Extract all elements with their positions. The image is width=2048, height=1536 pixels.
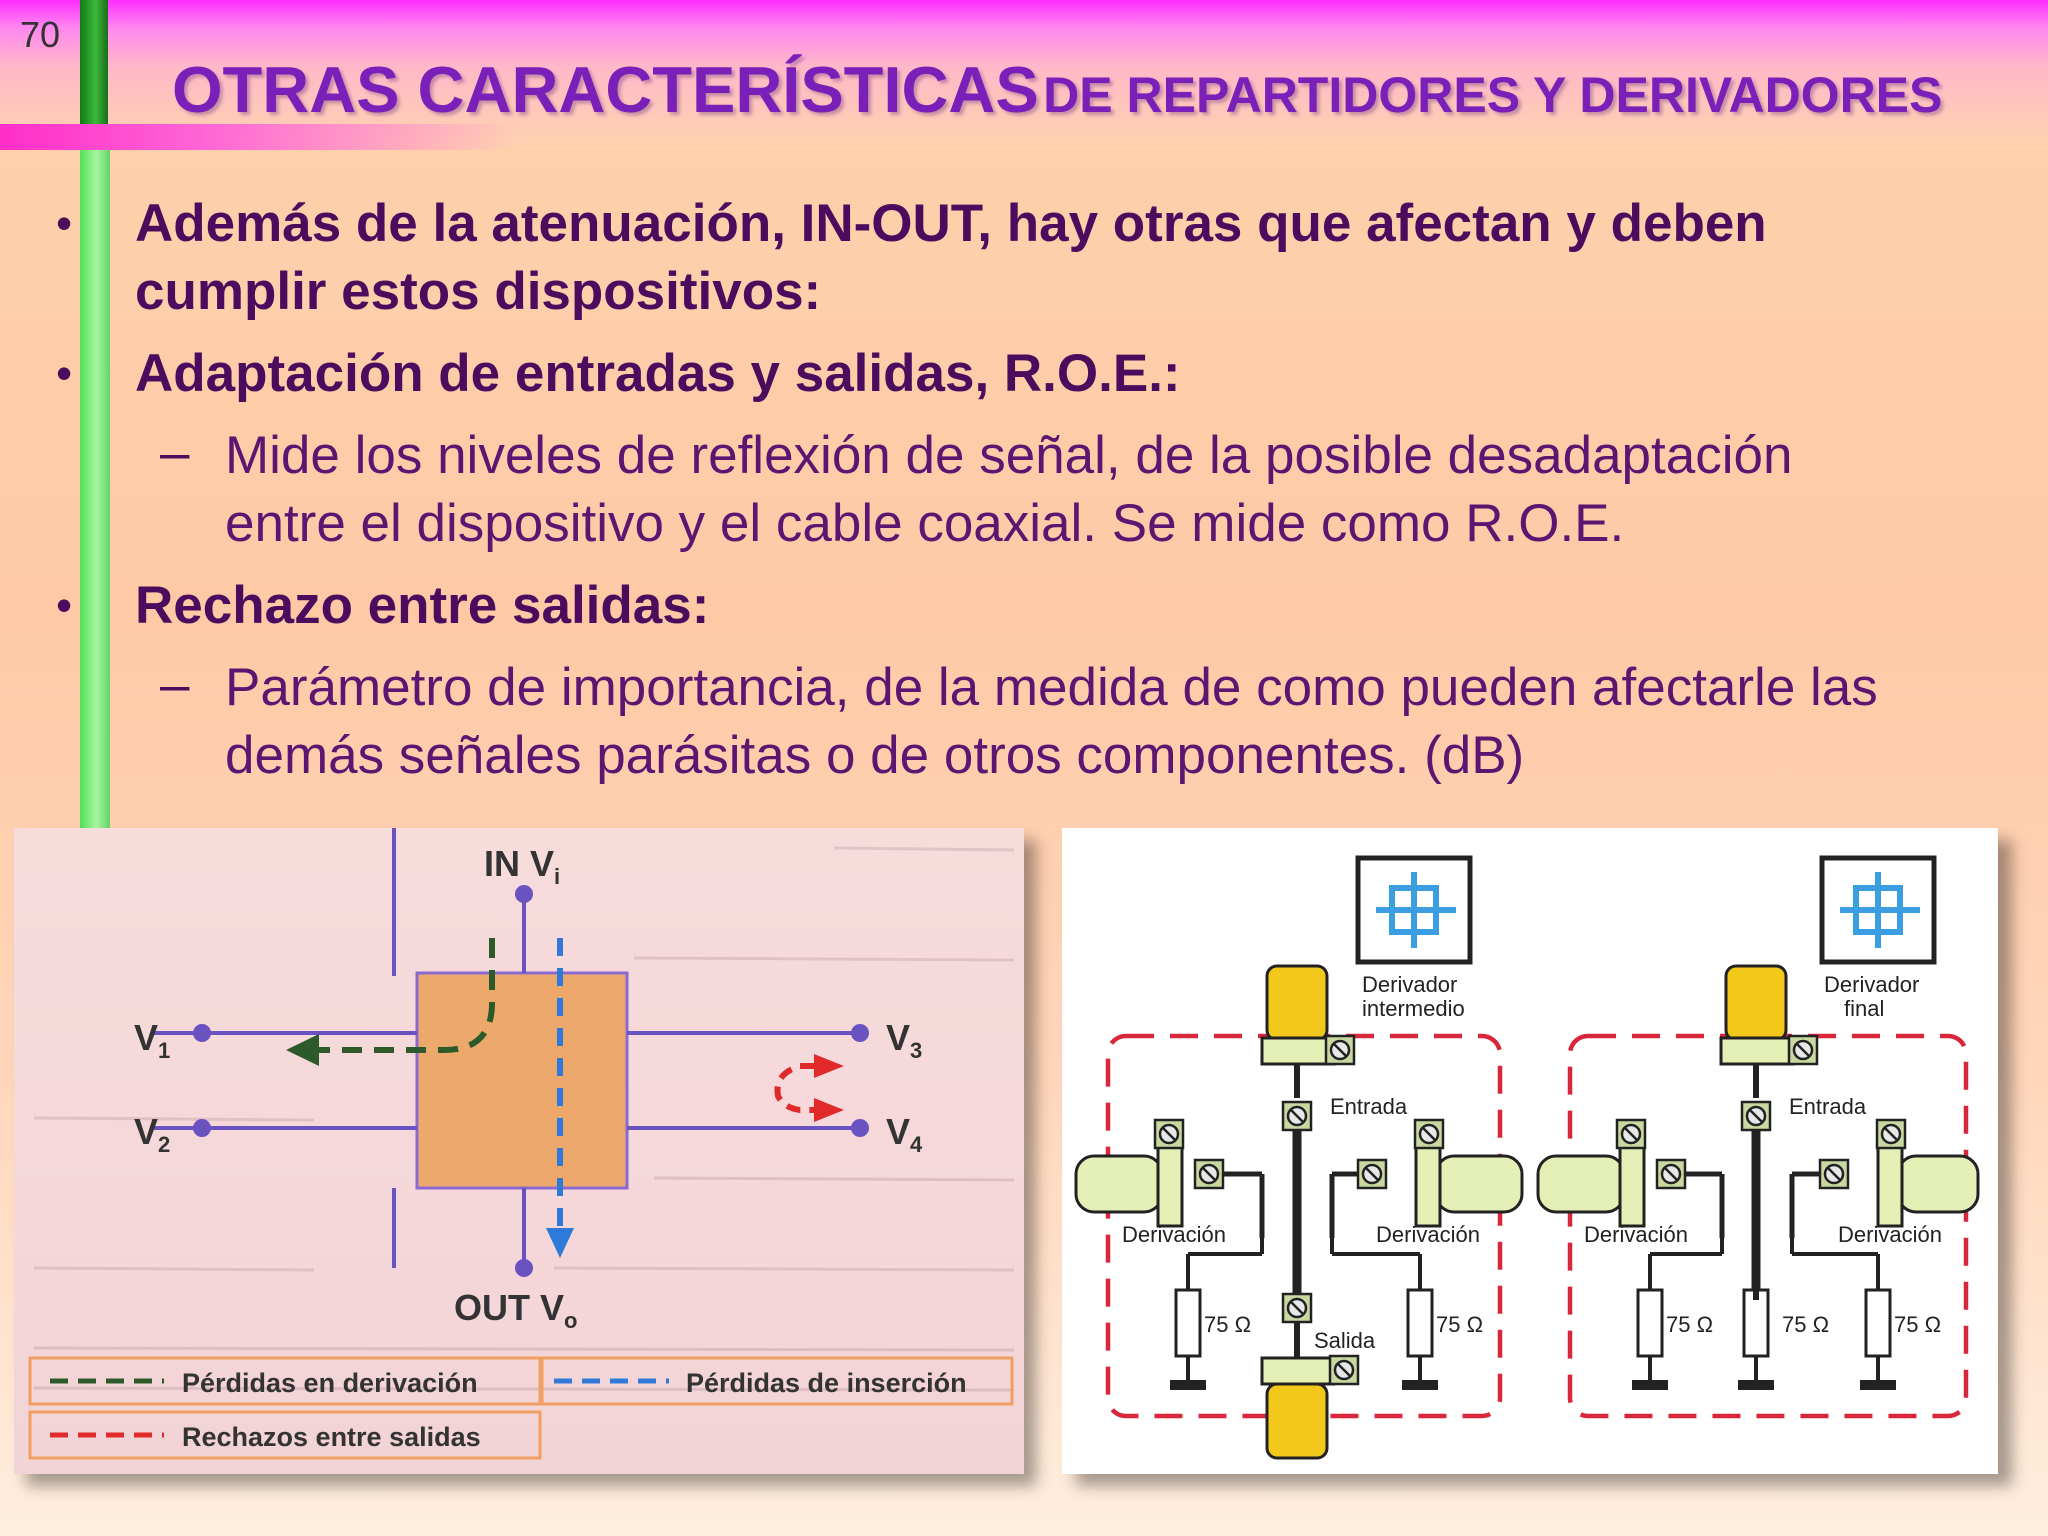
- caption-line-1: Derivador: [1824, 972, 1919, 997]
- branch-cable-left: [1536, 1154, 1626, 1214]
- derivacion-left-label: Derivación: [1122, 1222, 1226, 1247]
- resistor-right: [1406, 1288, 1434, 1358]
- branch-cable-left: [1074, 1154, 1164, 1214]
- ground-symbol: [1632, 1380, 1668, 1390]
- branch-connector-right: [1414, 1144, 1442, 1228]
- resistor-left: [1636, 1288, 1664, 1358]
- in-label: IN Vi: [484, 843, 560, 889]
- salida-label: Salida: [1314, 1328, 1376, 1353]
- splitter-diagram: IN Vi V1 V2 V3 V4 OUT Vo Pérdidas en der…: [14, 828, 1024, 1474]
- legend-box-rejection: [28, 1410, 542, 1460]
- resistor-left: [1174, 1288, 1202, 1358]
- input-connector: [1719, 1036, 1795, 1066]
- resistor-right-label: 75 Ω: [1436, 1312, 1483, 1337]
- v4-label: V4: [886, 1111, 923, 1157]
- derivacion-left-label: Derivación: [1584, 1222, 1688, 1247]
- bullet-marker: •: [56, 197, 73, 249]
- entrada-label: Entrada: [1330, 1094, 1408, 1119]
- legend-label-rejection: Rechazos entre salidas: [182, 1422, 481, 1452]
- bullet-marker: •: [56, 579, 73, 631]
- bullet-1-line-2: cumplir estos dispositivos:: [135, 262, 822, 321]
- entrada-label: Entrada: [1789, 1094, 1867, 1119]
- legend-box-derivation: [28, 1356, 542, 1406]
- bullet-3: Rechazo entre salidas:: [135, 576, 710, 635]
- bullet-marker: •: [56, 347, 73, 399]
- branch-connector-left: [1156, 1144, 1184, 1228]
- output-connector: [1260, 1356, 1336, 1386]
- dash-marker: –: [160, 423, 190, 482]
- bullet-2-sub-line-2: entre el dispositivo y el cable coaxial.…: [225, 494, 1625, 553]
- tap-unit-intermediate: Derivador intermedio Entrada Derivación: [1074, 855, 1524, 1460]
- v2-label: V2: [134, 1111, 170, 1157]
- output-cable: [1265, 1382, 1329, 1460]
- v1-label: V1: [134, 1017, 170, 1063]
- green-accent-side: [80, 150, 110, 840]
- bullet-2: Adaptación de entradas y salidas, R.O.E.…: [135, 344, 1181, 403]
- out-label: OUT Vo: [454, 1287, 577, 1333]
- ground-symbol: [1860, 1380, 1896, 1390]
- legend-label-derivation: Pérdidas en derivación: [182, 1368, 478, 1398]
- branch-connector-right: [1876, 1144, 1904, 1228]
- input-connector: [1260, 1036, 1336, 1066]
- rejection-arrowhead-bottom: [814, 1098, 844, 1122]
- dash-marker: –: [160, 655, 190, 714]
- insertion-loss-arrowhead: [546, 1228, 574, 1258]
- resistor-left-label: 75 Ω: [1204, 1312, 1251, 1337]
- resistor-left-label: 75 Ω: [1666, 1312, 1713, 1337]
- bullet-2-sub-line-1: Mide los niveles de reflexión de señal, …: [225, 426, 1793, 485]
- ground-symbol: [1738, 1380, 1774, 1390]
- legend-box-insertion: [540, 1356, 1014, 1406]
- tap-symbol-glyph: [1376, 872, 1456, 948]
- rejection-path: [774, 1063, 814, 1113]
- derivation-loss-path: [319, 938, 495, 1053]
- branch-cable-right: [1434, 1154, 1524, 1214]
- tap-diagram: Derivador intermedio Entrada Derivación: [1062, 828, 1998, 1474]
- input-cable: [1724, 964, 1788, 1042]
- branch-connector-left: [1618, 1144, 1646, 1228]
- caption-line-2: intermedio: [1362, 996, 1465, 1021]
- ground-symbol: [1170, 1380, 1206, 1390]
- derivacion-right-label: Derivación: [1838, 1222, 1942, 1247]
- splitter-diagram-svg: IN Vi V1 V2 V3 V4 OUT Vo Pérdidas en der…: [28, 828, 1015, 1460]
- bullet-3-sub-line-2: demás señales parásitas o de otros compo…: [225, 726, 1525, 785]
- background-texture: [33, 846, 1015, 1392]
- input-cable: [1265, 964, 1329, 1042]
- caption-line-2: final: [1844, 996, 1884, 1021]
- derivacion-right-label: Derivación: [1376, 1222, 1480, 1247]
- tap-unit-final: Derivador final Entrada Derivación Der: [1536, 855, 1980, 1419]
- splitter-box: [415, 971, 629, 1190]
- rejection-arrowhead-top: [814, 1054, 844, 1078]
- v3-label: V3: [886, 1017, 922, 1063]
- derivation-loss-arrowhead: [286, 1034, 319, 1066]
- caption-line-1: Derivador: [1362, 972, 1457, 997]
- title-secondary: DE REPARTIDORES Y DERIVADORES: [1043, 67, 1943, 123]
- green-accent-top: [80, 0, 108, 124]
- slide-title: OTRAS CARACTERÍSTICAS DE REPARTIDORES Y …: [172, 52, 1942, 127]
- tap-symbol-glyph: [1840, 872, 1920, 948]
- tap-diagram-svg: Derivador intermedio Entrada Derivación: [1074, 855, 1980, 1460]
- bullet-3-sub-line-1: Parámetro de importancia, de la medida d…: [225, 658, 1878, 717]
- legend-label-insertion: Pérdidas de inserción: [686, 1368, 967, 1398]
- resistor-middle-label: 75 Ω: [1782, 1312, 1829, 1337]
- ground-symbol: [1402, 1380, 1438, 1390]
- title-main: OTRAS CARACTERÍSTICAS: [172, 53, 1039, 126]
- bullet-1-line-1: Además de la atenuación, IN-OUT, hay otr…: [135, 194, 1767, 253]
- slide-number: 70: [20, 14, 61, 55]
- resistor-right-label: 75 Ω: [1894, 1312, 1941, 1337]
- title-underline-accent: [0, 124, 520, 150]
- branch-cable-right: [1896, 1154, 1980, 1214]
- resistor-right: [1864, 1288, 1892, 1358]
